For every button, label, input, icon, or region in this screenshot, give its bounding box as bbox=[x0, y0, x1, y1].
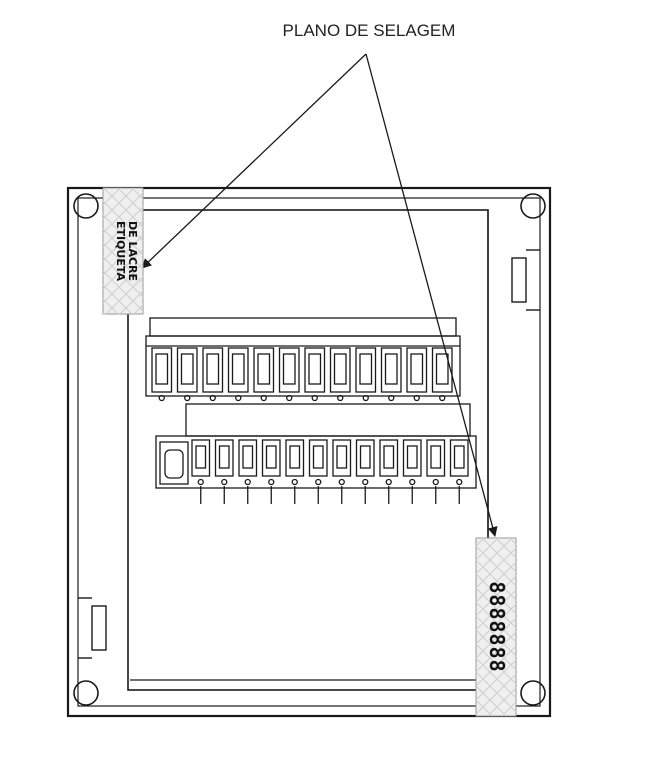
upper-terminal-5 bbox=[253, 347, 275, 402]
upper-terminal-9 bbox=[355, 347, 377, 402]
lower-terminal-5 bbox=[285, 439, 305, 504]
seal-label-line2: DE LACRE bbox=[126, 221, 139, 281]
inner-frame bbox=[77, 197, 541, 707]
diagram-title: PLANO DE SELAGEM bbox=[283, 21, 456, 40]
serial-label: 8888888 bbox=[475, 537, 517, 717]
lower-terminal-8 bbox=[355, 439, 375, 504]
inner-frame-2 bbox=[127, 209, 489, 691]
upper-terminal-12 bbox=[431, 347, 453, 402]
screw-hole-top-right bbox=[520, 193, 546, 219]
fuse-holder bbox=[159, 441, 189, 485]
upper-terminal-4 bbox=[227, 347, 249, 402]
side-clip-right bbox=[511, 249, 540, 311]
lower-terminal-12 bbox=[449, 439, 469, 504]
screw-hole-top-left bbox=[73, 193, 99, 219]
callout-arrows bbox=[141, 53, 498, 537]
lower-terminal-9 bbox=[379, 439, 399, 504]
device-housing bbox=[66, 186, 552, 718]
lower-terminal-2 bbox=[214, 439, 234, 504]
outer-frame bbox=[66, 186, 552, 718]
lower-terminal-6 bbox=[308, 439, 328, 504]
upper-terminal-2 bbox=[176, 347, 198, 402]
lower-terminal-7 bbox=[332, 439, 352, 504]
serial-label-text: 8888888 bbox=[485, 581, 509, 672]
side-clip-left bbox=[78, 597, 107, 659]
lower-terminal-3 bbox=[238, 439, 258, 504]
terminal-block-lower bbox=[155, 403, 477, 504]
upper-terminal-6 bbox=[278, 347, 300, 402]
upper-terminal-1 bbox=[151, 347, 173, 402]
terminal-block-upper bbox=[145, 317, 461, 402]
lower-terminal-4 bbox=[261, 439, 281, 504]
upper-terminal-8 bbox=[329, 347, 351, 402]
upper-terminal-3 bbox=[202, 347, 224, 402]
arrow-to-serial-label bbox=[365, 53, 498, 537]
seal-label: ETIQUETA DE LACRE bbox=[102, 187, 144, 315]
lower-terminal-11 bbox=[426, 439, 446, 504]
upper-terminal-7 bbox=[304, 347, 326, 402]
seal-label-line1: ETIQUETA bbox=[114, 221, 127, 282]
screw-hole-bottom-right bbox=[520, 680, 546, 706]
upper-terminal-10 bbox=[380, 347, 402, 402]
arrow-to-seal-label bbox=[141, 53, 367, 269]
lower-terminal-10 bbox=[402, 439, 422, 504]
upper-terminal-11 bbox=[406, 347, 428, 402]
lower-terminal-1 bbox=[191, 439, 211, 504]
screw-hole-bottom-left bbox=[73, 680, 99, 706]
